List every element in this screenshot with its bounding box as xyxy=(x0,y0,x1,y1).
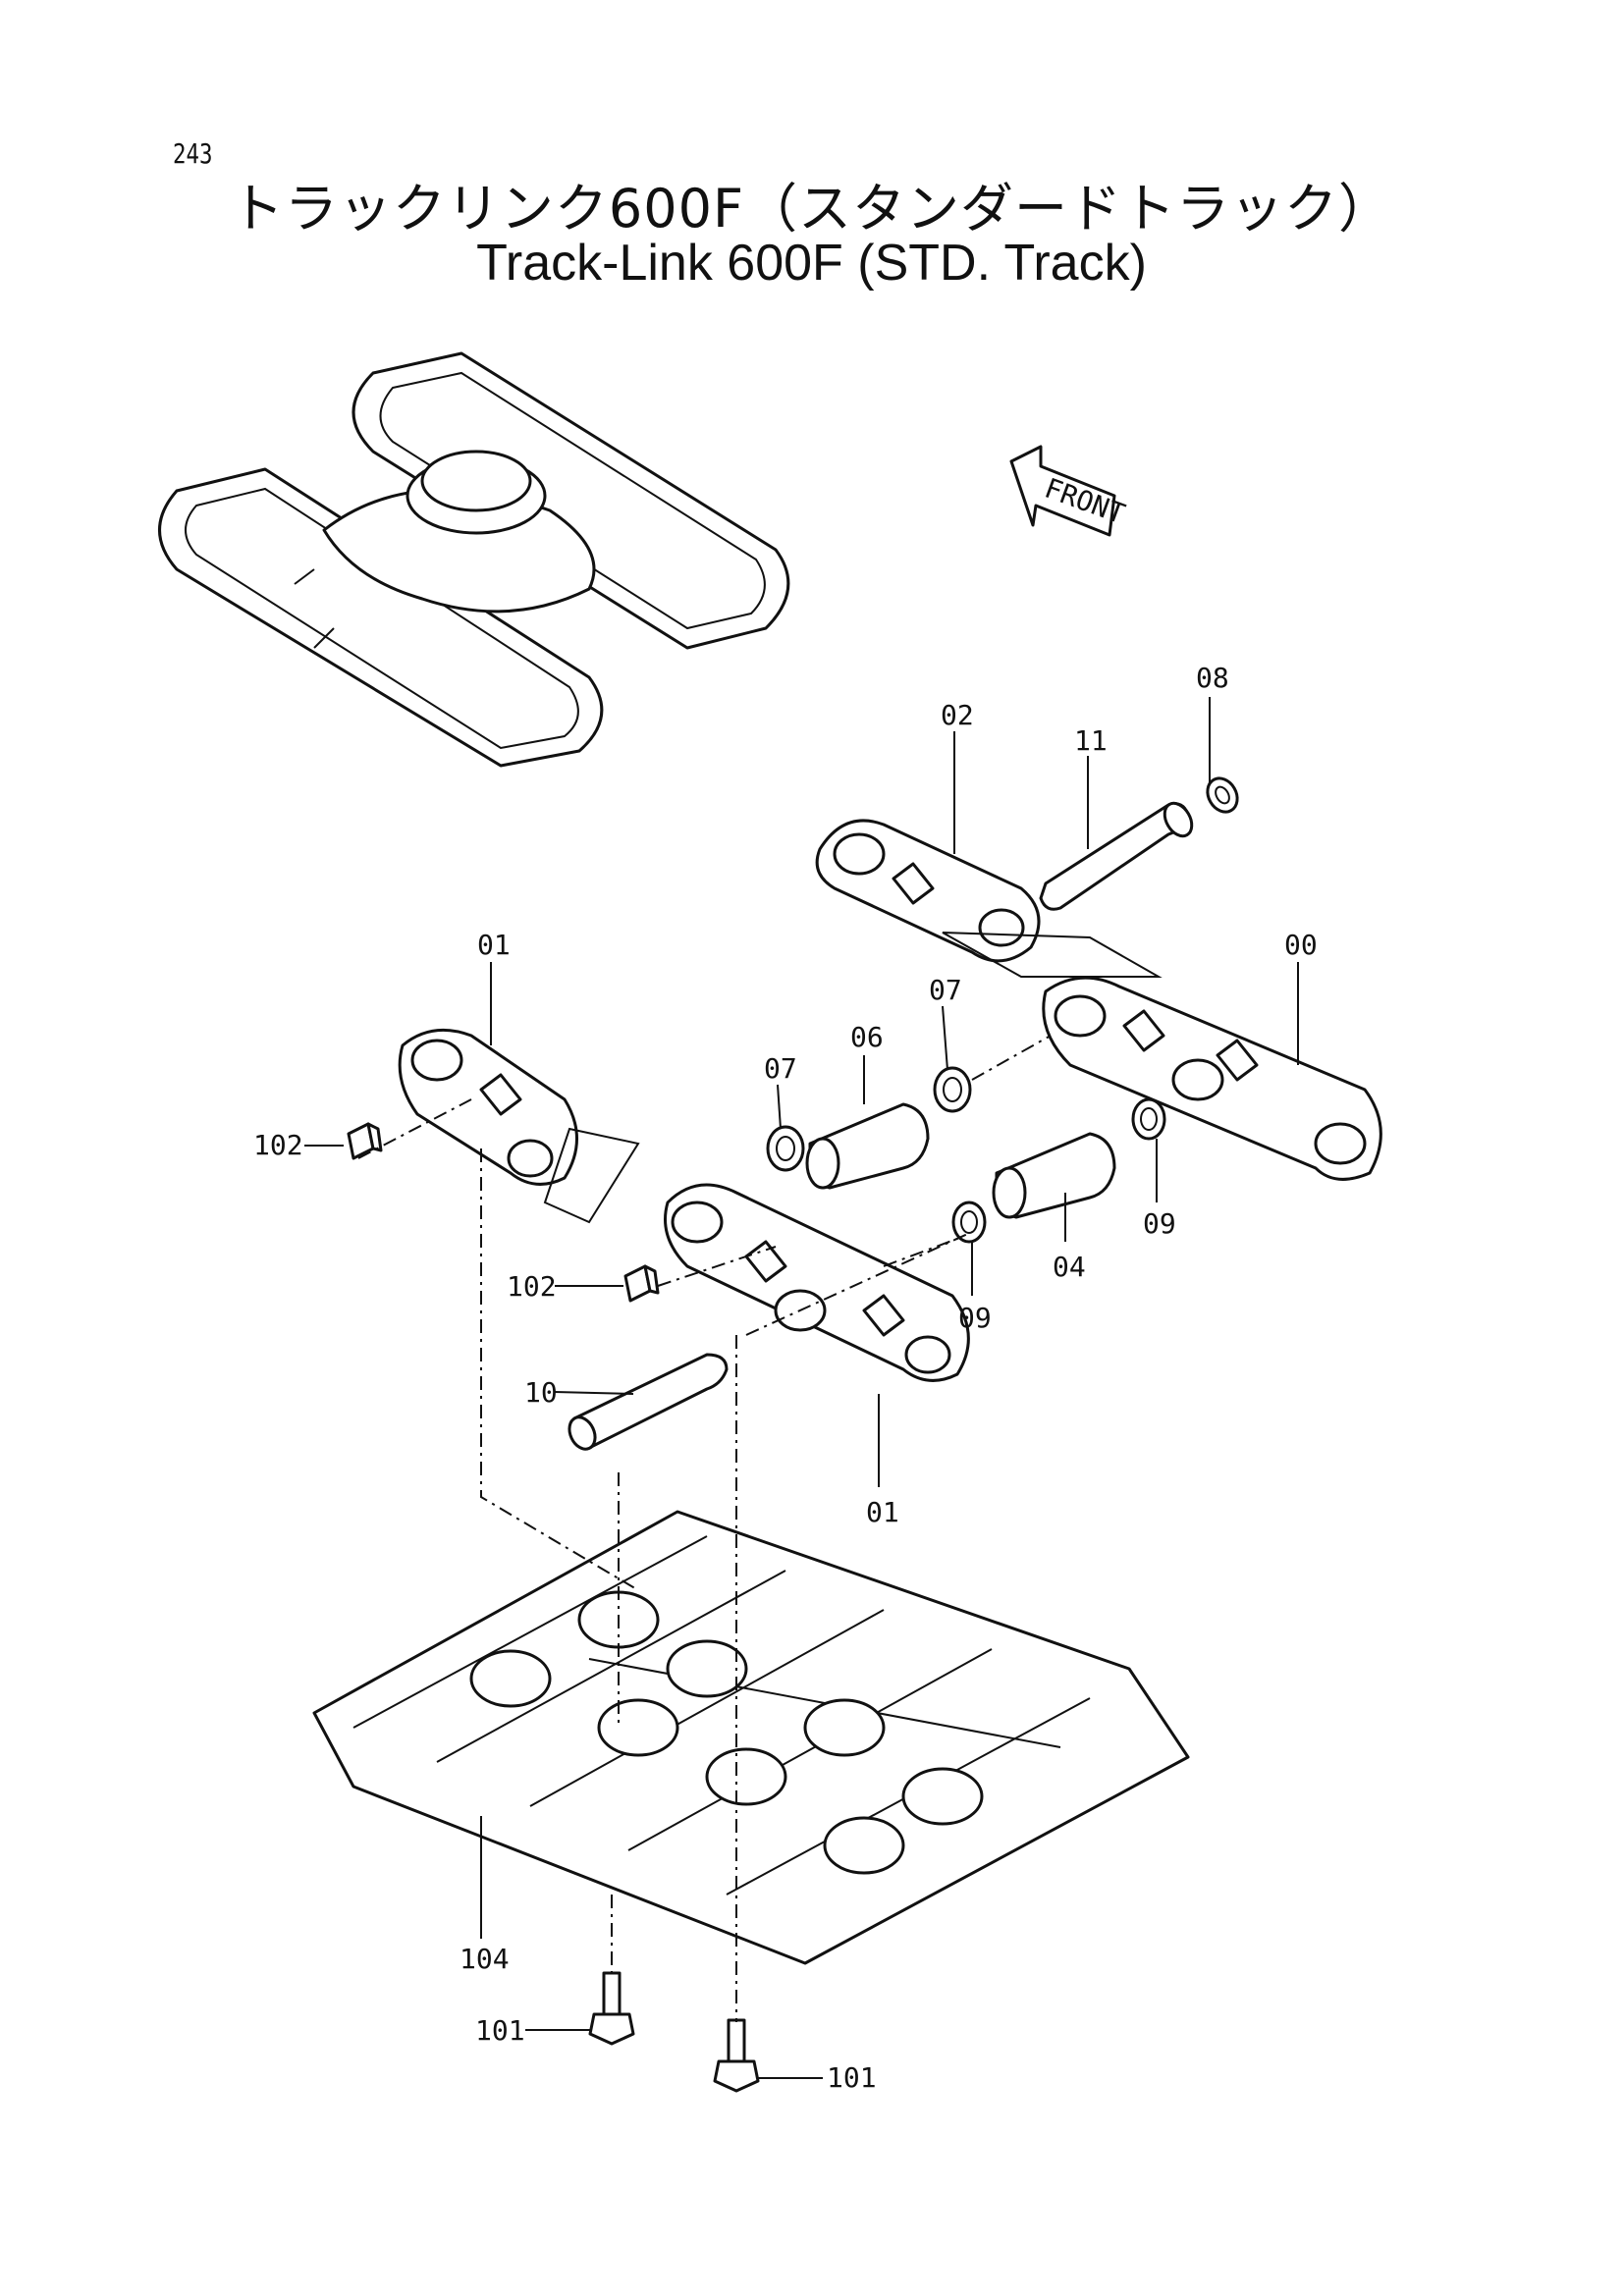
callout-07-right: 07 xyxy=(929,974,962,1006)
callout-02: 02 xyxy=(941,699,974,731)
part-07-seal-left xyxy=(766,1125,805,1172)
part-01-link-center xyxy=(664,1183,970,1382)
assembly-line xyxy=(657,1246,777,1287)
callout-11: 11 xyxy=(1074,724,1108,757)
part-09-seal-left xyxy=(951,1201,987,1244)
part-11-pin xyxy=(1039,801,1194,911)
assembly-line xyxy=(971,1035,1052,1081)
part-06-bushing xyxy=(805,1102,930,1190)
part-09-seal-right xyxy=(1131,1097,1166,1141)
page-number: 243 xyxy=(173,137,213,170)
part-102-nut-top xyxy=(347,1122,383,1160)
assembly-line xyxy=(480,1148,639,1591)
part-104-track-shoes xyxy=(312,1510,1190,1965)
callout-101-right: 101 xyxy=(827,2061,877,2094)
title-japanese: トラックリンク600F（スタンダードトラック） xyxy=(230,178,1393,240)
callout-01-left: 01 xyxy=(477,929,511,961)
callout-01-bottom: 01 xyxy=(866,1496,899,1528)
link-outline-guide-left xyxy=(543,1127,640,1224)
link-outline-guide xyxy=(942,932,1163,978)
title-english: Track-Link 600F (STD. Track) xyxy=(476,235,1147,292)
callout-09-left: 09 xyxy=(958,1302,992,1334)
callout-08: 08 xyxy=(1196,662,1229,694)
part-101-bolt-left xyxy=(588,1971,635,2046)
callout-09-right: 09 xyxy=(1143,1207,1176,1240)
assembly-line xyxy=(611,1472,620,1973)
callout-101-left: 101 xyxy=(475,2014,525,2047)
assembly-line xyxy=(357,1098,472,1159)
callout-104: 104 xyxy=(460,1943,510,1975)
part-101-bolt-right xyxy=(713,2018,760,2093)
callout-102-top: 102 xyxy=(253,1129,303,1161)
leader-lines xyxy=(304,697,1299,2079)
part-102-nut-mid xyxy=(623,1264,660,1303)
front-arrow-icon: FRONT xyxy=(1009,445,1129,537)
assembly-line xyxy=(745,1231,973,1336)
part-00-link xyxy=(1042,976,1382,1181)
part-08-ring xyxy=(1206,776,1239,814)
callout-06: 06 xyxy=(850,1021,884,1053)
part-01-link-left xyxy=(398,1028,578,1186)
part-07-seal-right xyxy=(933,1066,972,1113)
callout-04: 04 xyxy=(1053,1251,1086,1283)
part-02-link xyxy=(815,819,1041,963)
assembly-line xyxy=(883,1236,963,1267)
callout-10: 10 xyxy=(524,1376,558,1409)
undercarriage-overview xyxy=(158,351,790,768)
callout-00: 00 xyxy=(1284,929,1318,961)
part-10-pin xyxy=(568,1353,729,1451)
callout-102-mid: 102 xyxy=(507,1270,557,1303)
callout-07-left: 07 xyxy=(764,1052,797,1085)
part-04-bushing xyxy=(992,1132,1116,1219)
